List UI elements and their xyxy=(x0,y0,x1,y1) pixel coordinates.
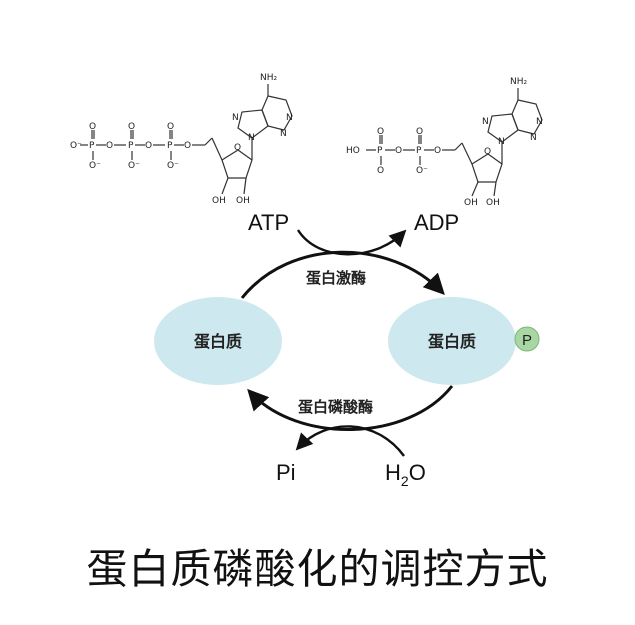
adp-p1: P xyxy=(377,146,383,156)
atp-p3: P xyxy=(167,141,173,151)
adp-n3: N xyxy=(530,133,537,143)
atp-n7: N xyxy=(232,113,239,123)
adp-n7: N xyxy=(482,117,489,127)
phosphate-badge-label: P xyxy=(522,332,532,349)
atp-ring-o: O xyxy=(234,143,241,153)
atp-o-bridge2: O xyxy=(145,141,152,151)
atp-nh2: NH₂ xyxy=(260,73,278,83)
atp-p1: P xyxy=(89,141,95,151)
atp-o-bridge1: O xyxy=(106,141,113,151)
atp-structure: O⁻ P O O⁻ O P O O⁻ O P O O⁻ O O OH OH NH… xyxy=(70,73,293,206)
adp-n9: N xyxy=(498,137,505,147)
atp-n3: N xyxy=(280,129,287,139)
atp-n1: N xyxy=(286,113,293,123)
kinase-arrow xyxy=(240,250,445,299)
atp-o-bot3: O⁻ xyxy=(167,161,179,171)
atp-oh-left: OH xyxy=(212,196,226,206)
adp-n1: N xyxy=(536,117,543,127)
adp-p2: P xyxy=(416,146,422,156)
adp-ho: HO xyxy=(346,146,360,156)
adp-oh-left: OH xyxy=(464,198,478,208)
atp-o-top2: O xyxy=(128,122,135,132)
adp-label: ADP xyxy=(414,210,459,235)
pi-label: Pi xyxy=(276,460,296,485)
atp-o-top3: O xyxy=(167,122,174,132)
adp-o-bot2: O⁻ xyxy=(416,166,428,176)
water-o: O xyxy=(409,460,426,485)
atp-o-bot2: O⁻ xyxy=(128,161,140,171)
atp-p2: P xyxy=(128,141,134,151)
adp-o-bot1: O xyxy=(377,166,384,176)
adp-o-bridge2: O xyxy=(434,146,441,156)
atp-oh-right: OH xyxy=(236,196,250,206)
atp-n9: N xyxy=(248,133,255,143)
atp-to-adp-arrow xyxy=(296,229,407,256)
water-label: H2O xyxy=(385,460,426,489)
phosphatase-label: 蛋白磷酸酶 xyxy=(298,398,373,416)
adp-o-top1: O xyxy=(377,127,384,137)
adp-nh2: NH₂ xyxy=(510,77,528,87)
kinase-label: 蛋白激酶 xyxy=(306,269,366,287)
water-h: H xyxy=(385,460,401,485)
adp-ring-o: O xyxy=(484,147,491,157)
adp-structure: HO P O O O P O O⁻ O O OH OH NH₂ N N N N xyxy=(346,77,543,208)
protein-right-label: 蛋白质 xyxy=(428,332,476,351)
phosphate-badge xyxy=(514,326,540,352)
atp-o-bridge3: O xyxy=(184,141,191,151)
phosphatase-arrow xyxy=(247,385,454,431)
atp-o-bot1: O⁻ xyxy=(89,161,101,171)
figure-caption: 蛋白质磷酸化的调控方式 xyxy=(86,545,549,593)
atp-o-top1: O xyxy=(89,122,96,132)
protein-left xyxy=(154,297,282,385)
adp-o-top2: O xyxy=(416,127,423,137)
water-sub: 2 xyxy=(401,473,409,489)
atp-o-minus: O⁻ xyxy=(70,141,82,151)
adp-o-bridge1: O xyxy=(395,146,402,156)
adp-oh-right: OH xyxy=(486,198,500,208)
protein-left-label: 蛋白质 xyxy=(194,332,242,351)
atp-label: ATP xyxy=(248,210,289,235)
protein-right xyxy=(388,297,516,385)
water-to-pi-arrow xyxy=(295,425,405,457)
